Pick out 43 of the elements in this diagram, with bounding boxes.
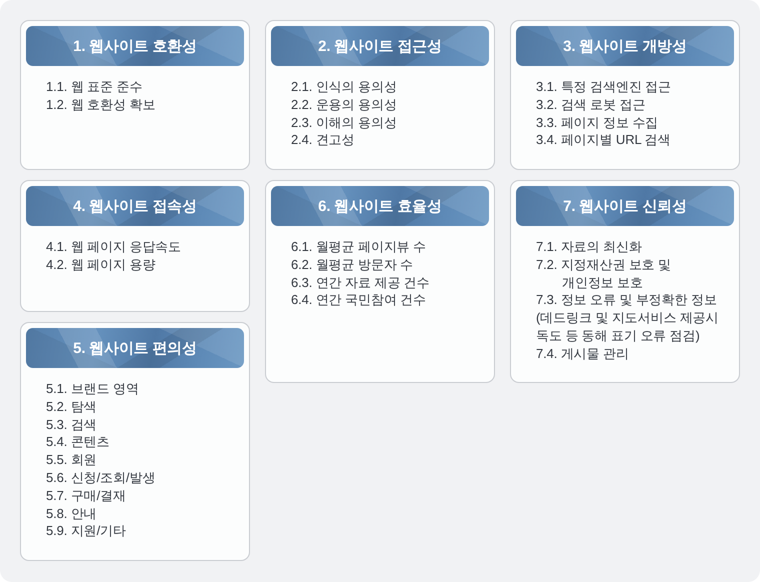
list-item: 5.2. 탐색	[46, 398, 98, 416]
list-item: 1.2. 웹 호환성 확보	[46, 96, 156, 114]
list-item: 2.3. 이해의 용의성	[291, 114, 398, 132]
card-heading: 4. 웹사이트 접속성	[26, 186, 244, 226]
category-card	[510, 20, 740, 170]
list-item: 7.3. 정보 오류 및 부정확한 정보 (데드링크 및 지도서비스 제공시 독도 등 동해 표기 오류 점검)	[536, 291, 720, 345]
category-card	[265, 180, 495, 383]
card-heading: 1. 웹사이트 호환성	[26, 26, 244, 66]
list-item: 6.1. 월평균 페이지뷰 수	[291, 238, 428, 256]
card-heading: 2. 웹사이트 접근성	[271, 26, 489, 66]
list-item: 3.3. 페이지 정보 수집	[536, 114, 660, 132]
list-item: 4.1. 웹 페이지 응답속도	[46, 238, 182, 256]
list-item: 7.4. 게시물 관리	[536, 344, 630, 363]
list-item: 2.2. 운용의 용의성	[291, 96, 398, 114]
card-heading: 5. 웹사이트 편의성	[26, 328, 244, 368]
list-item: 5.3. 검색	[46, 416, 98, 434]
category-card	[510, 180, 740, 383]
list-item: 7.2. 지정재산권 보호 및 개인정보 보호	[536, 256, 672, 292]
list-item: 5.9. 지원/기타	[46, 522, 127, 540]
list-item: 2.4. 견고성	[291, 131, 356, 150]
list-item: 5.1. 브랜드 영역	[46, 380, 140, 398]
card-heading: 7. 웹사이트 신뢰성	[516, 186, 734, 226]
card-heading: 6. 웹사이트 효율성	[271, 186, 489, 226]
card-heading: 3. 웹사이트 개방성	[516, 26, 734, 66]
list-item: 5.4. 콘텐츠	[46, 433, 110, 452]
list-item: 4.2. 웹 페이지 용량	[46, 256, 156, 274]
list-item: 6.3. 연간 자료 제공 건수	[291, 274, 431, 292]
list-item: 5.6. 신청/조회/발생	[46, 468, 156, 487]
list-item: 3.2. 검색 로봇 접근	[536, 96, 646, 114]
list-item: 3.4. 페이지별 URL 검색	[536, 131, 672, 150]
list-item: 5.8. 안내	[46, 504, 98, 522]
list-item: 3.1. 특정 검색엔진 접근	[536, 78, 672, 96]
list-item: 6.2. 월평균 방문자 수	[291, 256, 414, 274]
list-item: 2.1. 인식의 용의성	[291, 78, 398, 96]
list-item: 5.5. 회원	[46, 451, 98, 469]
list-item: 1.1. 웹 표준 준수	[46, 78, 144, 96]
list-item: 7.1. 자료의 최신화	[536, 238, 643, 256]
list-item: 6.4. 연간 국민참여 건수	[291, 291, 428, 310]
category-card	[20, 322, 250, 561]
list-item: 5.7. 구매/결재	[46, 486, 127, 505]
category-card	[20, 20, 250, 170]
category-card	[265, 20, 495, 170]
category-card	[20, 180, 250, 312]
